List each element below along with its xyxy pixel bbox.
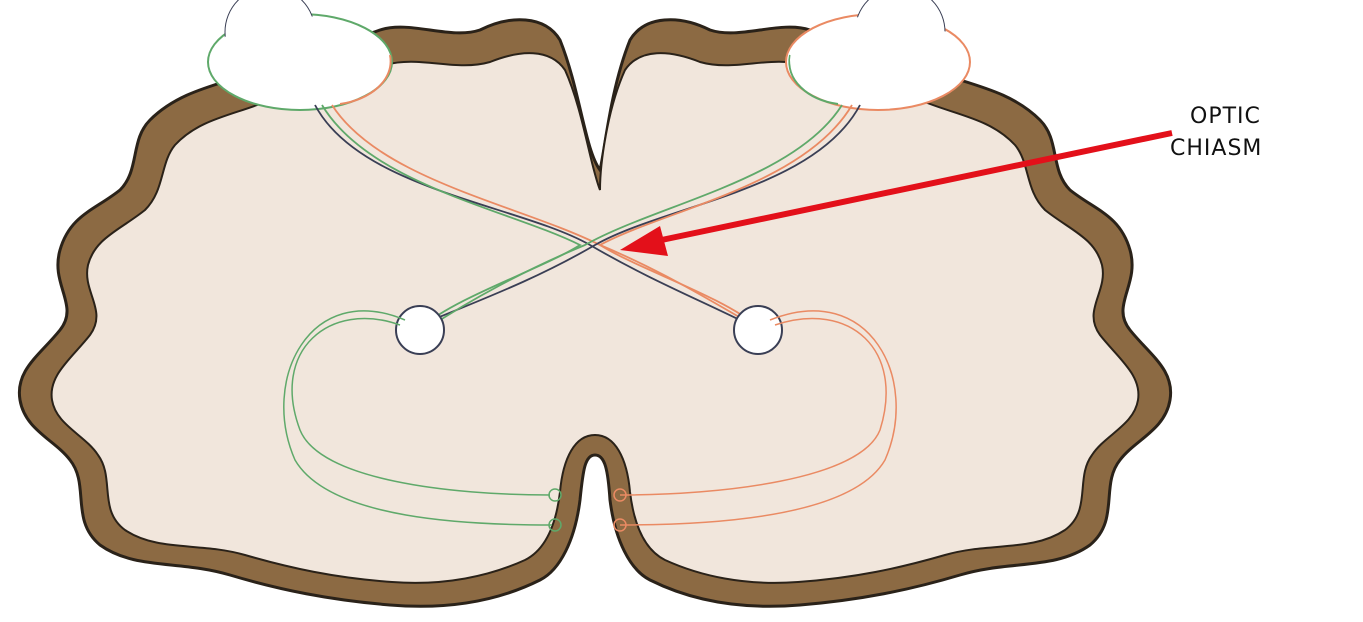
- right-nerve-green: [427, 104, 843, 329]
- optic-chiasm-label-line1: OPTIC: [1190, 104, 1261, 129]
- optic-pathways: [314, 104, 861, 329]
- annotation-arrow: [620, 130, 1173, 256]
- optic-chiasm-label-line2: CHIASM: [1170, 136, 1263, 161]
- left-nerve-dark: [314, 104, 751, 326]
- optic-radiations: [283, 310, 897, 532]
- left-lgn: [395, 305, 445, 355]
- right-nerve-dark: [419, 104, 861, 326]
- left-nerve-orange: [331, 104, 759, 329]
- right-lgn: [733, 305, 783, 355]
- right-eye: [785, 0, 971, 111]
- left-eye: [207, 0, 393, 111]
- right-nerve-orange: [598, 104, 853, 329]
- left-nerve-green: [321, 104, 582, 329]
- brain-interior: [50, 52, 1140, 584]
